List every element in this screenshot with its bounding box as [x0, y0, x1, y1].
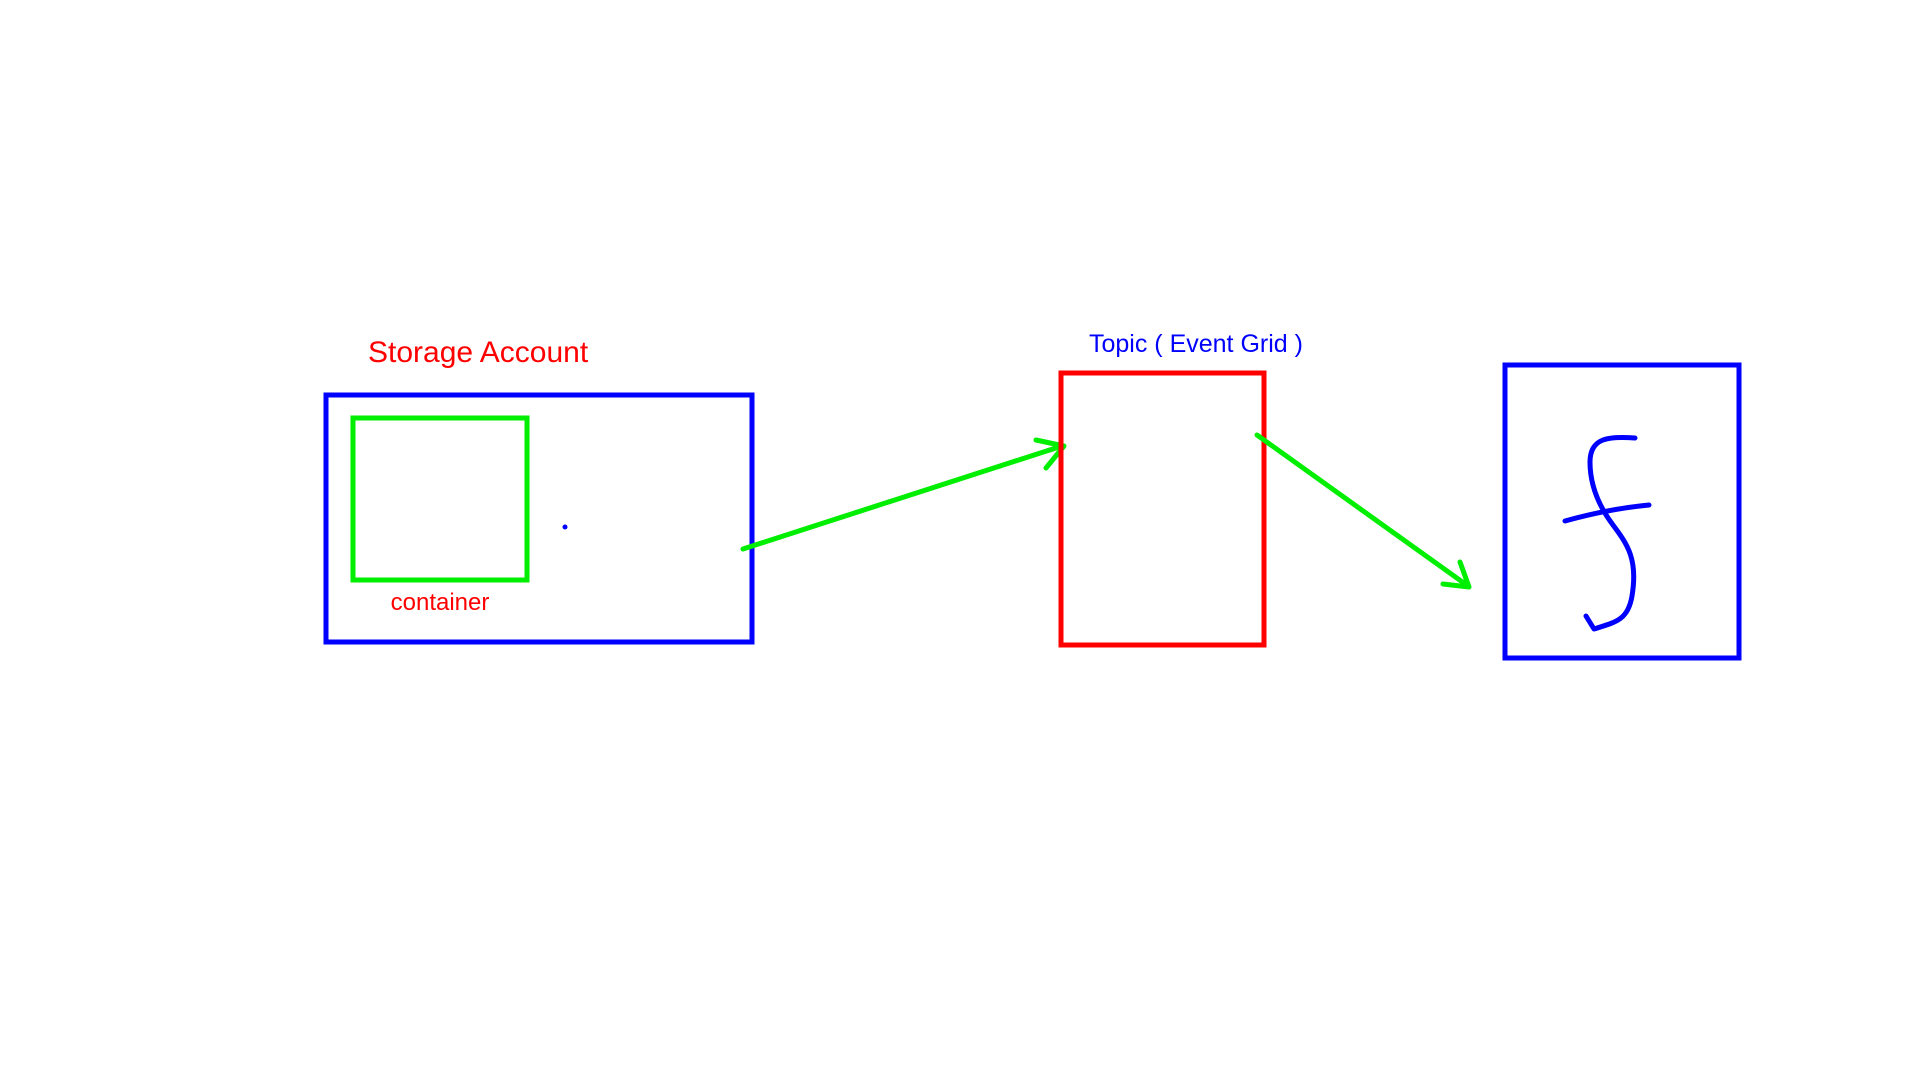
function-f-icon [1562, 434, 1652, 632]
function-box [1502, 362, 1742, 661]
storage-account-node: Storage Account container [323, 336, 755, 645]
topic-box [1058, 370, 1267, 648]
function-node [1502, 362, 1742, 661]
container-node: container [350, 415, 530, 616]
arrow-topic-to-function [1254, 432, 1472, 590]
topic-label: Topic ( Event Grid ) [1089, 330, 1303, 358]
topic-node: Topic ( Event Grid ) [1058, 330, 1303, 648]
arrow-storage-to-topic [740, 437, 1067, 552]
dot-marker [562, 524, 568, 530]
container-label: container [391, 589, 490, 616]
storage-account-box [323, 392, 755, 645]
container-box [350, 415, 530, 583]
storage-account-label: Storage Account [368, 336, 589, 369]
